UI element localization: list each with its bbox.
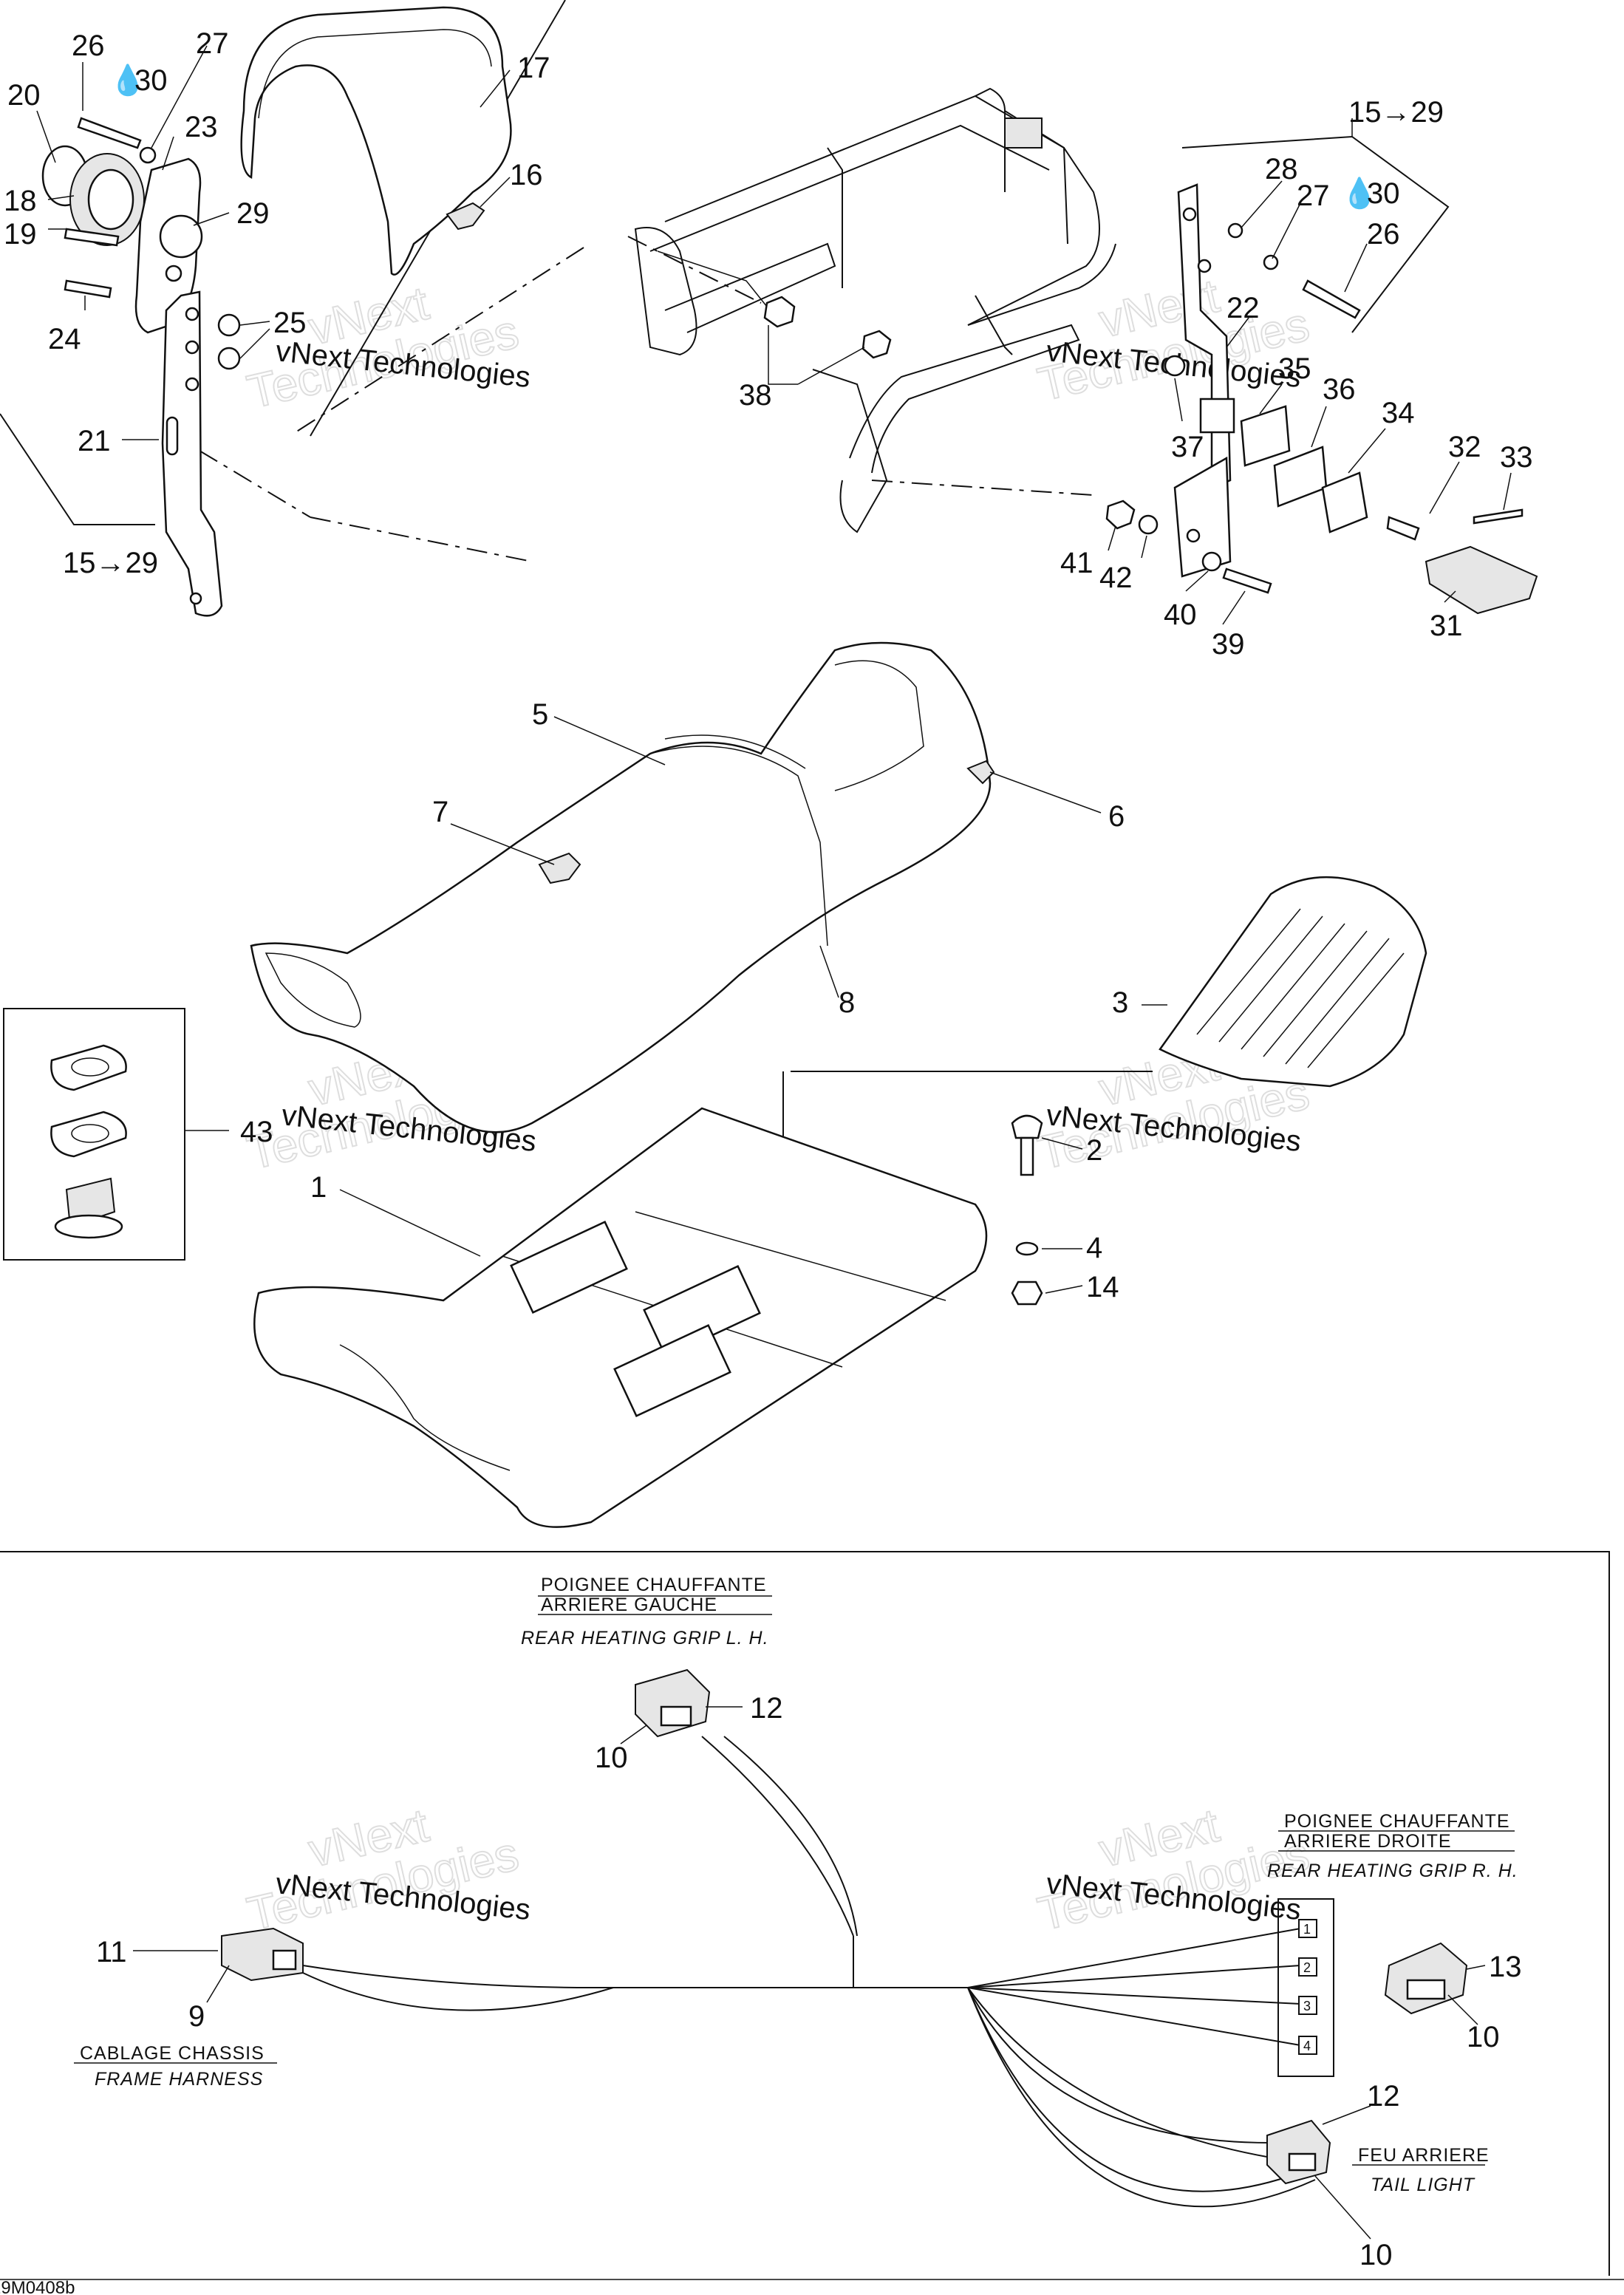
callout-26-right: 26 xyxy=(1367,218,1400,250)
backrest-pad xyxy=(240,6,512,276)
seat-clip xyxy=(538,852,581,884)
callout-39: 39 xyxy=(1212,628,1245,661)
callout-36: 36 xyxy=(1323,373,1356,406)
callout-18: 18 xyxy=(4,185,37,217)
callout-10-right: 10 xyxy=(1467,2021,1500,2053)
callout-10-top: 10 xyxy=(595,1742,628,1774)
callout-30: 30 xyxy=(134,64,168,97)
callout-1: 1 xyxy=(310,1171,327,1204)
callout-42: 42 xyxy=(1099,562,1133,594)
seat-assembly xyxy=(250,641,1102,1133)
rear-grip-lh-label-en: REAR HEATING GRIP L. H. xyxy=(521,1628,769,1648)
callout-4: 4 xyxy=(1086,1232,1102,1264)
seat-cushion xyxy=(250,641,992,1133)
rear-grip-rh-connector xyxy=(1384,1942,1468,2015)
callout-37: 37 xyxy=(1171,431,1204,463)
callout-19: 19 xyxy=(4,218,37,250)
callout-41: 41 xyxy=(1060,547,1094,579)
watermarks: vNext Technologies vNext Technologies vN… xyxy=(242,268,1314,1942)
drop-icon: 💧 xyxy=(1341,176,1378,210)
callout-29: 29 xyxy=(236,197,270,230)
pin-4-label: 4 xyxy=(1303,2039,1311,2053)
backrest-clip xyxy=(446,202,485,231)
spacer-plate xyxy=(1240,405,1291,467)
rear-grip-rh-label-fr-1: POIGNEE CHAUFFANTE xyxy=(1284,1811,1510,1832)
callout-14: 14 xyxy=(1086,1271,1119,1303)
callout-3: 3 xyxy=(1112,986,1128,1019)
seat-clip xyxy=(966,760,995,785)
tail-light-connector xyxy=(1266,2119,1331,2185)
pin-3-label: 3 xyxy=(1303,1999,1311,2013)
callout-22: 22 xyxy=(1226,292,1260,324)
callout-20: 20 xyxy=(7,79,41,112)
drawing-reference: 29M0408b xyxy=(0,2278,75,2295)
frame-harness-label-en: FRAME HARNESS xyxy=(95,2069,263,2090)
tail-light-label-en: TAIL LIGHT xyxy=(1371,2175,1475,2195)
rack-bracket-assembly xyxy=(1105,118,1538,625)
callout-12-top: 12 xyxy=(750,1692,783,1725)
harness-connector xyxy=(1425,545,1538,615)
pin-1-label: 1 xyxy=(1303,1922,1311,1937)
callout-43: 43 xyxy=(240,1116,273,1148)
callout-17: 17 xyxy=(517,52,550,84)
callout-23: 23 xyxy=(185,111,218,143)
callout-35: 35 xyxy=(1278,352,1311,385)
callout-32: 32 xyxy=(1448,431,1481,463)
rear-grip-rh-label-fr-2: ARRIERE DROITE xyxy=(1284,1831,1452,1852)
rear-grip-lh-label-fr-2: ARRIERE GAUCHE xyxy=(541,1595,717,1615)
frame-harness-label-fr: CABLAGE CHASSIS xyxy=(80,2043,265,2064)
seat-base xyxy=(253,1107,1083,1528)
callout-33: 33 xyxy=(1500,441,1533,474)
callout-31: 31 xyxy=(1430,610,1463,642)
callout-40: 40 xyxy=(1164,599,1197,631)
callout-27: 27 xyxy=(196,27,229,60)
callout-25: 25 xyxy=(273,307,307,339)
callout-5: 5 xyxy=(532,698,548,731)
callout-26: 26 xyxy=(72,30,105,62)
callouts: 26 💧 30 27 20 23 17 16 18 19 29 25 24 21… xyxy=(4,27,1533,2271)
callout-12-bottom: 12 xyxy=(1367,2080,1400,2112)
rear-grip-lh-label-fr-1: POIGNEE CHAUFFANTE xyxy=(541,1575,767,1595)
heat-reflector xyxy=(779,876,1427,1220)
callout-21: 21 xyxy=(78,425,111,457)
callout-38: 38 xyxy=(739,379,772,412)
callout-15-29-right: 15→29 xyxy=(1348,96,1444,129)
callout-10-bottom: 10 xyxy=(1359,2239,1393,2271)
callout-34: 34 xyxy=(1382,397,1415,429)
captions: POIGNEE CHAUFFANTE ARRIERE GAUCHE REAR H… xyxy=(0,1575,1518,2295)
callout-30-right: 30 xyxy=(1367,177,1400,210)
wiring-harness: 1 2 3 4 xyxy=(0,1551,1624,2280)
rack-frame xyxy=(627,87,1116,533)
callout-2: 2 xyxy=(1086,1134,1102,1167)
rear-grip-rh-label-en: REAR HEATING GRIP R. H. xyxy=(1267,1861,1518,1881)
backrest-bracket-assembly xyxy=(0,0,584,617)
drop-icon: 💧 xyxy=(109,63,146,97)
callout-27-right: 27 xyxy=(1297,180,1330,212)
side-bracket xyxy=(161,290,223,617)
rear-grip-lh-connector xyxy=(635,1668,711,1738)
mounting-bracket xyxy=(1321,471,1368,533)
support-plate xyxy=(1273,446,1328,508)
callout-9: 9 xyxy=(188,2000,205,2033)
callout-7: 7 xyxy=(432,796,448,828)
callout-13: 13 xyxy=(1489,1951,1522,1983)
tail-light-label-fr: FEU ARRIERE xyxy=(1358,2145,1490,2166)
callout-8: 8 xyxy=(839,986,855,1019)
callout-11: 11 xyxy=(96,1936,127,1968)
pin-2-label: 2 xyxy=(1303,1960,1311,1975)
callout-24: 24 xyxy=(48,323,81,355)
callout-6: 6 xyxy=(1108,800,1125,833)
grommet-kit xyxy=(3,1008,229,1261)
callout-16: 16 xyxy=(510,159,543,191)
callout-28: 28 xyxy=(1265,153,1298,185)
callout-15-29-left: 15→29 xyxy=(63,547,158,579)
